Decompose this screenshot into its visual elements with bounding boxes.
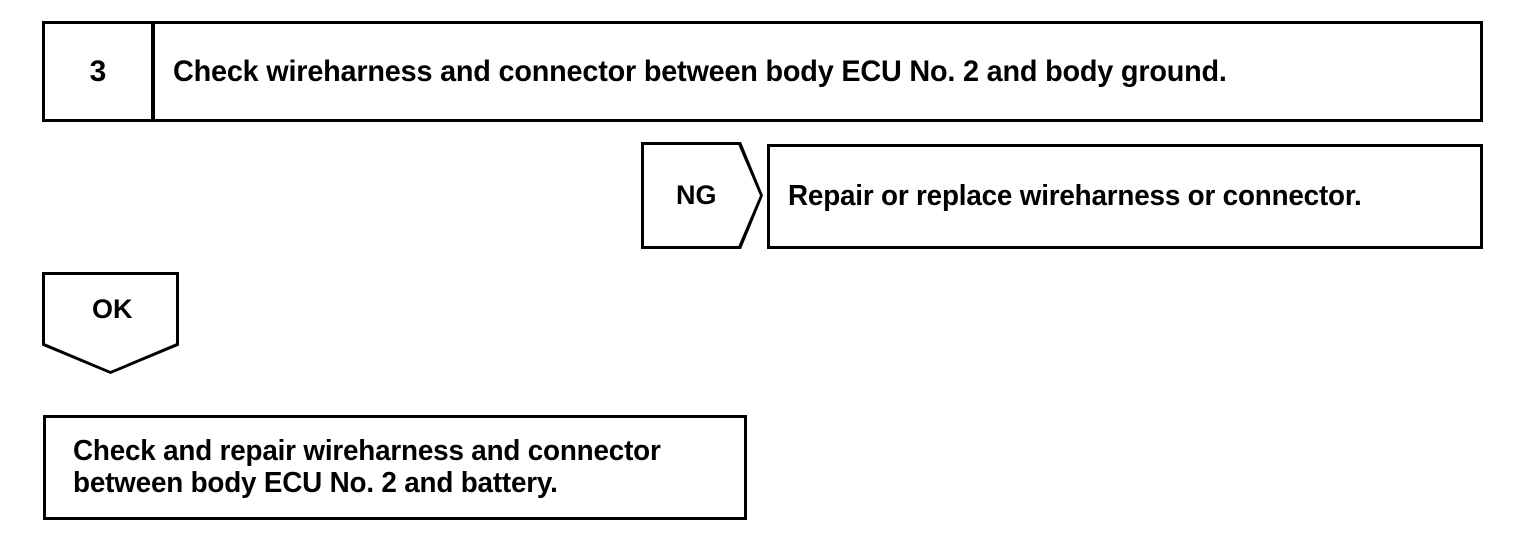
ng-arrow-fill [644, 145, 760, 246]
step-number: 3 [89, 54, 107, 88]
ng-result-arrow: NG [641, 142, 763, 249]
step-number-cell: 3 [45, 24, 155, 119]
ok-result-label: OK [92, 294, 133, 324]
step-instruction-text: Check wireharness and connector between … [173, 54, 1227, 88]
ng-result-label: NG [676, 180, 717, 210]
ok-result-arrow: OK [42, 272, 179, 374]
step-box: 3 Check wireharness and connector betwee… [42, 21, 1483, 122]
ok-action-box: Check and repair wireharness and connect… [43, 415, 747, 520]
ok-action-text: Check and repair wireharness and connect… [73, 435, 661, 499]
ng-action-text: Repair or replace wireharness or connect… [788, 179, 1362, 212]
step-instruction-cell: Check wireharness and connector between … [155, 24, 1480, 119]
ng-action-box: Repair or replace wireharness or connect… [767, 144, 1483, 249]
